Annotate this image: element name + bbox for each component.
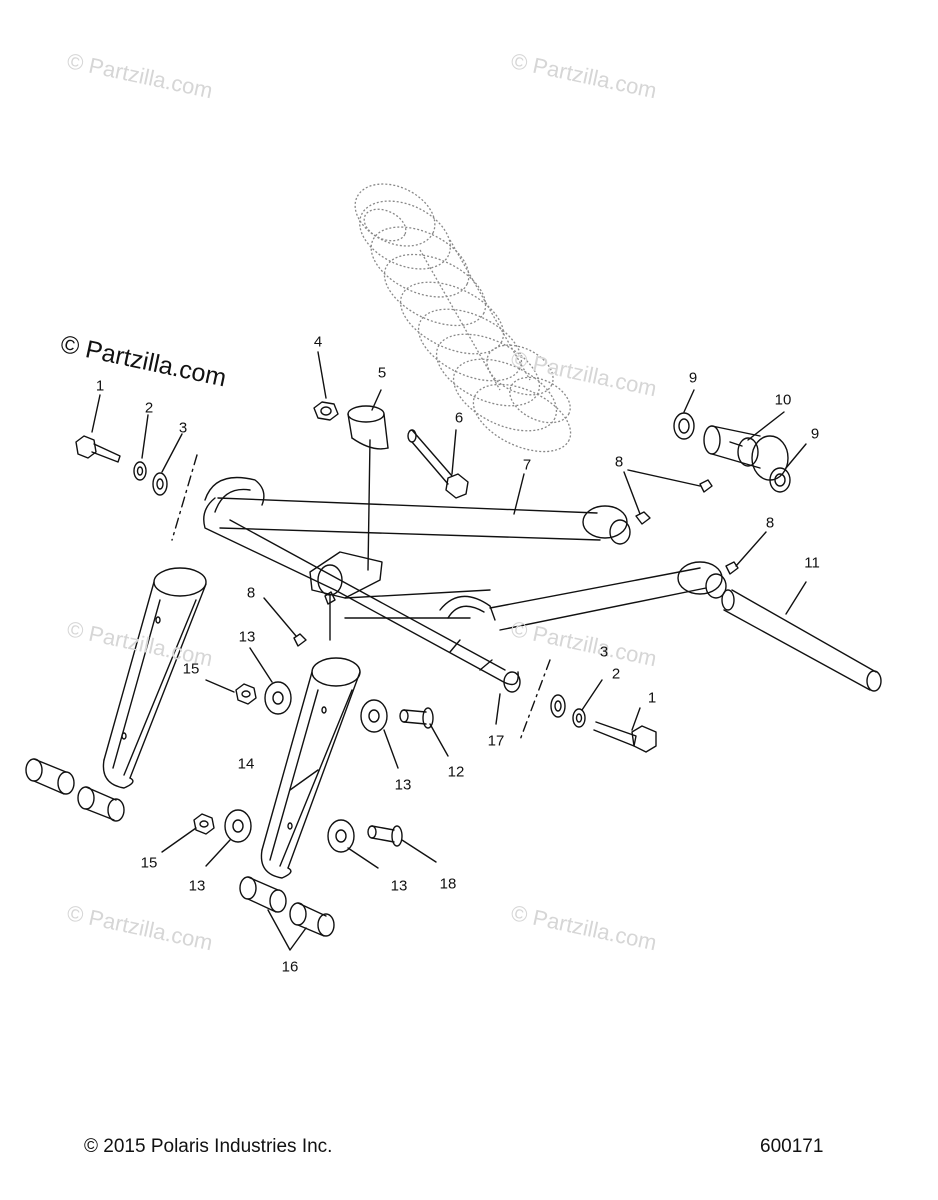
- washer-3-left: [152, 472, 168, 496]
- callout-4: 4: [313, 333, 323, 351]
- linework: [25, 351, 882, 951]
- a-arm-7: [203, 476, 727, 693]
- washer-9-top: [673, 412, 695, 440]
- bolt-right: [593, 721, 657, 753]
- callout-11: 11: [804, 554, 820, 572]
- bolt-left: [75, 435, 121, 463]
- washer-13-d: [327, 819, 355, 853]
- callout-16: 16: [281, 958, 299, 976]
- callout-13-lower-right: 13: [390, 877, 408, 895]
- leader-lines: [91, 351, 807, 951]
- washer-2-right: [572, 708, 586, 728]
- callout-9-right: 9: [810, 425, 820, 443]
- callout-12: 12: [447, 763, 465, 781]
- callout-2-right: 2: [611, 665, 621, 683]
- callout-17: 17: [487, 732, 505, 750]
- callout-13-lower-left: 13: [188, 877, 206, 895]
- callout-2-left: 2: [144, 399, 154, 417]
- callout-13-upper-right: 13: [394, 776, 412, 794]
- callout-1-left: 1: [95, 377, 105, 395]
- diagram-number: 600171: [760, 1136, 824, 1157]
- washer-2-left: [133, 461, 147, 481]
- grease-fittings-8: [293, 479, 739, 647]
- callout-15-upper: 15: [182, 660, 200, 678]
- callout-15-lower: 15: [140, 854, 158, 872]
- callout-1-right: 1: [647, 689, 657, 707]
- washer-3-right: [550, 694, 566, 718]
- nut-15-upper: [235, 683, 257, 705]
- callout-9-top: 9: [688, 369, 698, 387]
- callout-5: 5: [377, 364, 387, 382]
- shock-absorber: [354, 183, 572, 453]
- shaft-11: [721, 589, 882, 692]
- bracket-10: [703, 425, 789, 481]
- bushings-left: [25, 758, 125, 822]
- callout-13-upper-left: 13: [238, 628, 256, 646]
- spacer-5: [347, 405, 389, 571]
- callout-6: 6: [454, 409, 464, 427]
- washer-13-a: [264, 681, 292, 715]
- callout-8-right: 8: [765, 514, 775, 532]
- callout-8-left: 8: [246, 584, 256, 602]
- callout-10: 10: [774, 391, 792, 409]
- callout-7: 7: [522, 456, 532, 474]
- callout-3-left: 3: [178, 419, 188, 437]
- washer-13-b: [360, 699, 388, 733]
- copyright-text: © 2015 Polaris Industries Inc.: [84, 1136, 333, 1157]
- nut-4: [313, 401, 339, 421]
- bolt-6: [407, 429, 469, 499]
- callout-14: 14: [237, 755, 255, 773]
- callout-3-right: 3: [599, 643, 609, 661]
- washer-13-c: [224, 809, 252, 843]
- link-arm-left: [102, 567, 207, 789]
- pin-12: [399, 707, 434, 729]
- callout-18: 18: [439, 875, 457, 893]
- link-arm-14: [260, 657, 361, 879]
- nut-15-lower: [193, 813, 215, 835]
- bushings-16: [239, 876, 335, 937]
- callout-8-top: 8: [614, 453, 624, 471]
- pin-18: [367, 825, 403, 847]
